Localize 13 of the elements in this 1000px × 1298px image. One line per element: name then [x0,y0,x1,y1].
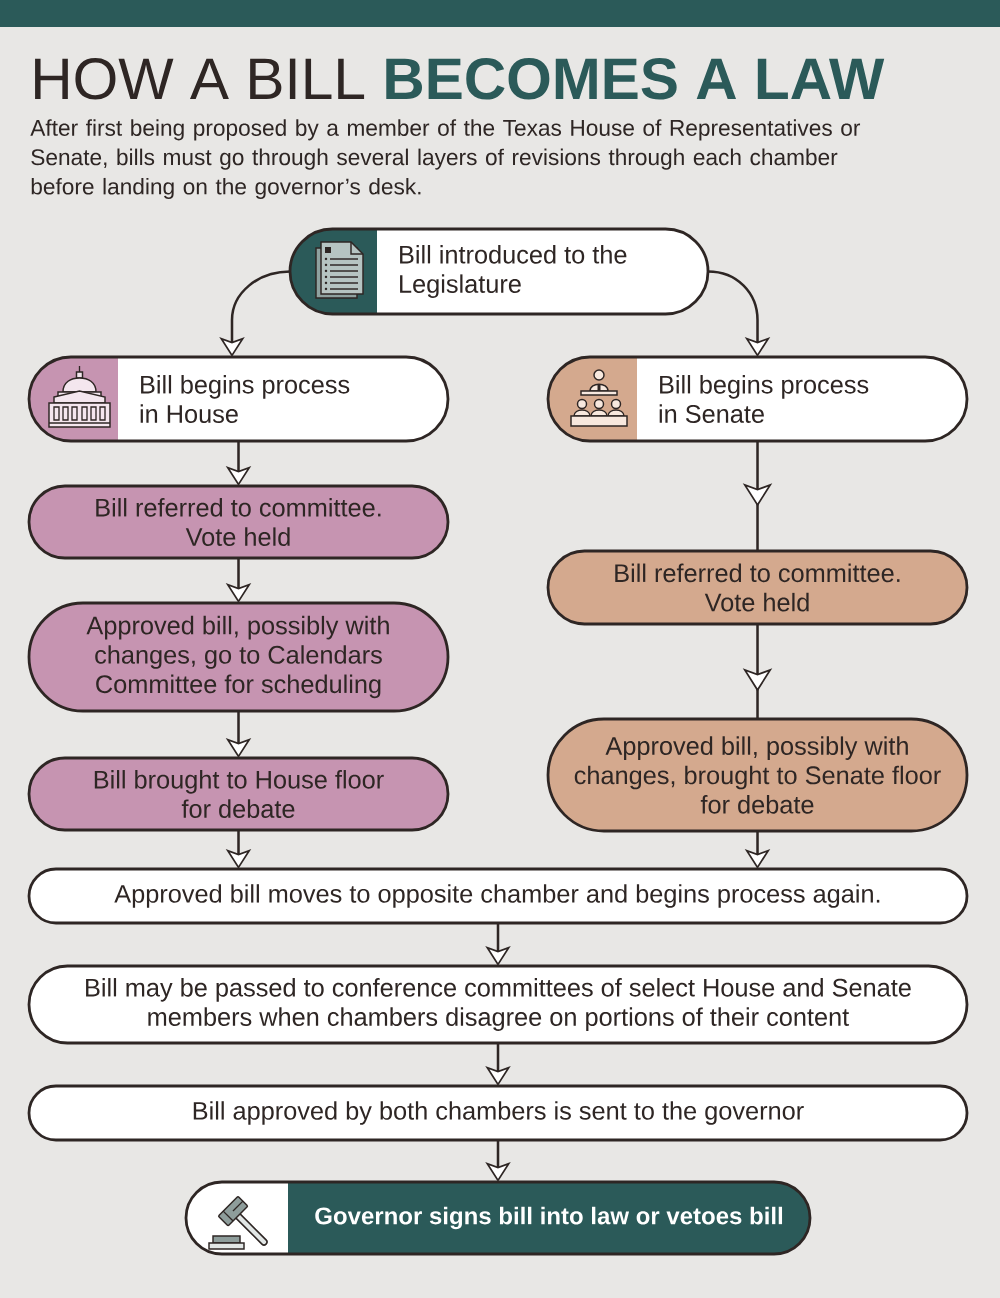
arrow [707,270,771,357]
process-box: Bill brought to House floor for debate [27,756,450,832]
process-box: Bill referred to committee. Vote held [546,549,969,626]
title: HOW A BILL BECOMES A LAW [35,58,885,100]
process-box: Bill approved by both chambers is sent to the governor [27,1084,969,1142]
process-box: Bill referred to committee. Vote held [27,484,450,560]
process-box: Bill begins process in Senate [546,355,969,443]
process-box: Approved bill moves to opposite chamber and begins process again. [27,867,969,925]
process-box: Approved bill, possibly with changes, go to Calendars Committee for scheduling [27,601,450,713]
intro-text: After first being proposed by a member of the Texas House of Representatives or Senate, bills must go through several layers of revisions through each chamber before landing on the governor’s desk. [30,119,861,200]
process-box: Bill may be passed to conference committees of select House and Senate members when chambers disagree on portions of their content [27,964,969,1045]
process-box: Governor signs bill into law or vetoes bill [184,1180,812,1256]
process-box: Approved bill, possibly with changes, brought to Senate floor for debate [546,717,969,833]
